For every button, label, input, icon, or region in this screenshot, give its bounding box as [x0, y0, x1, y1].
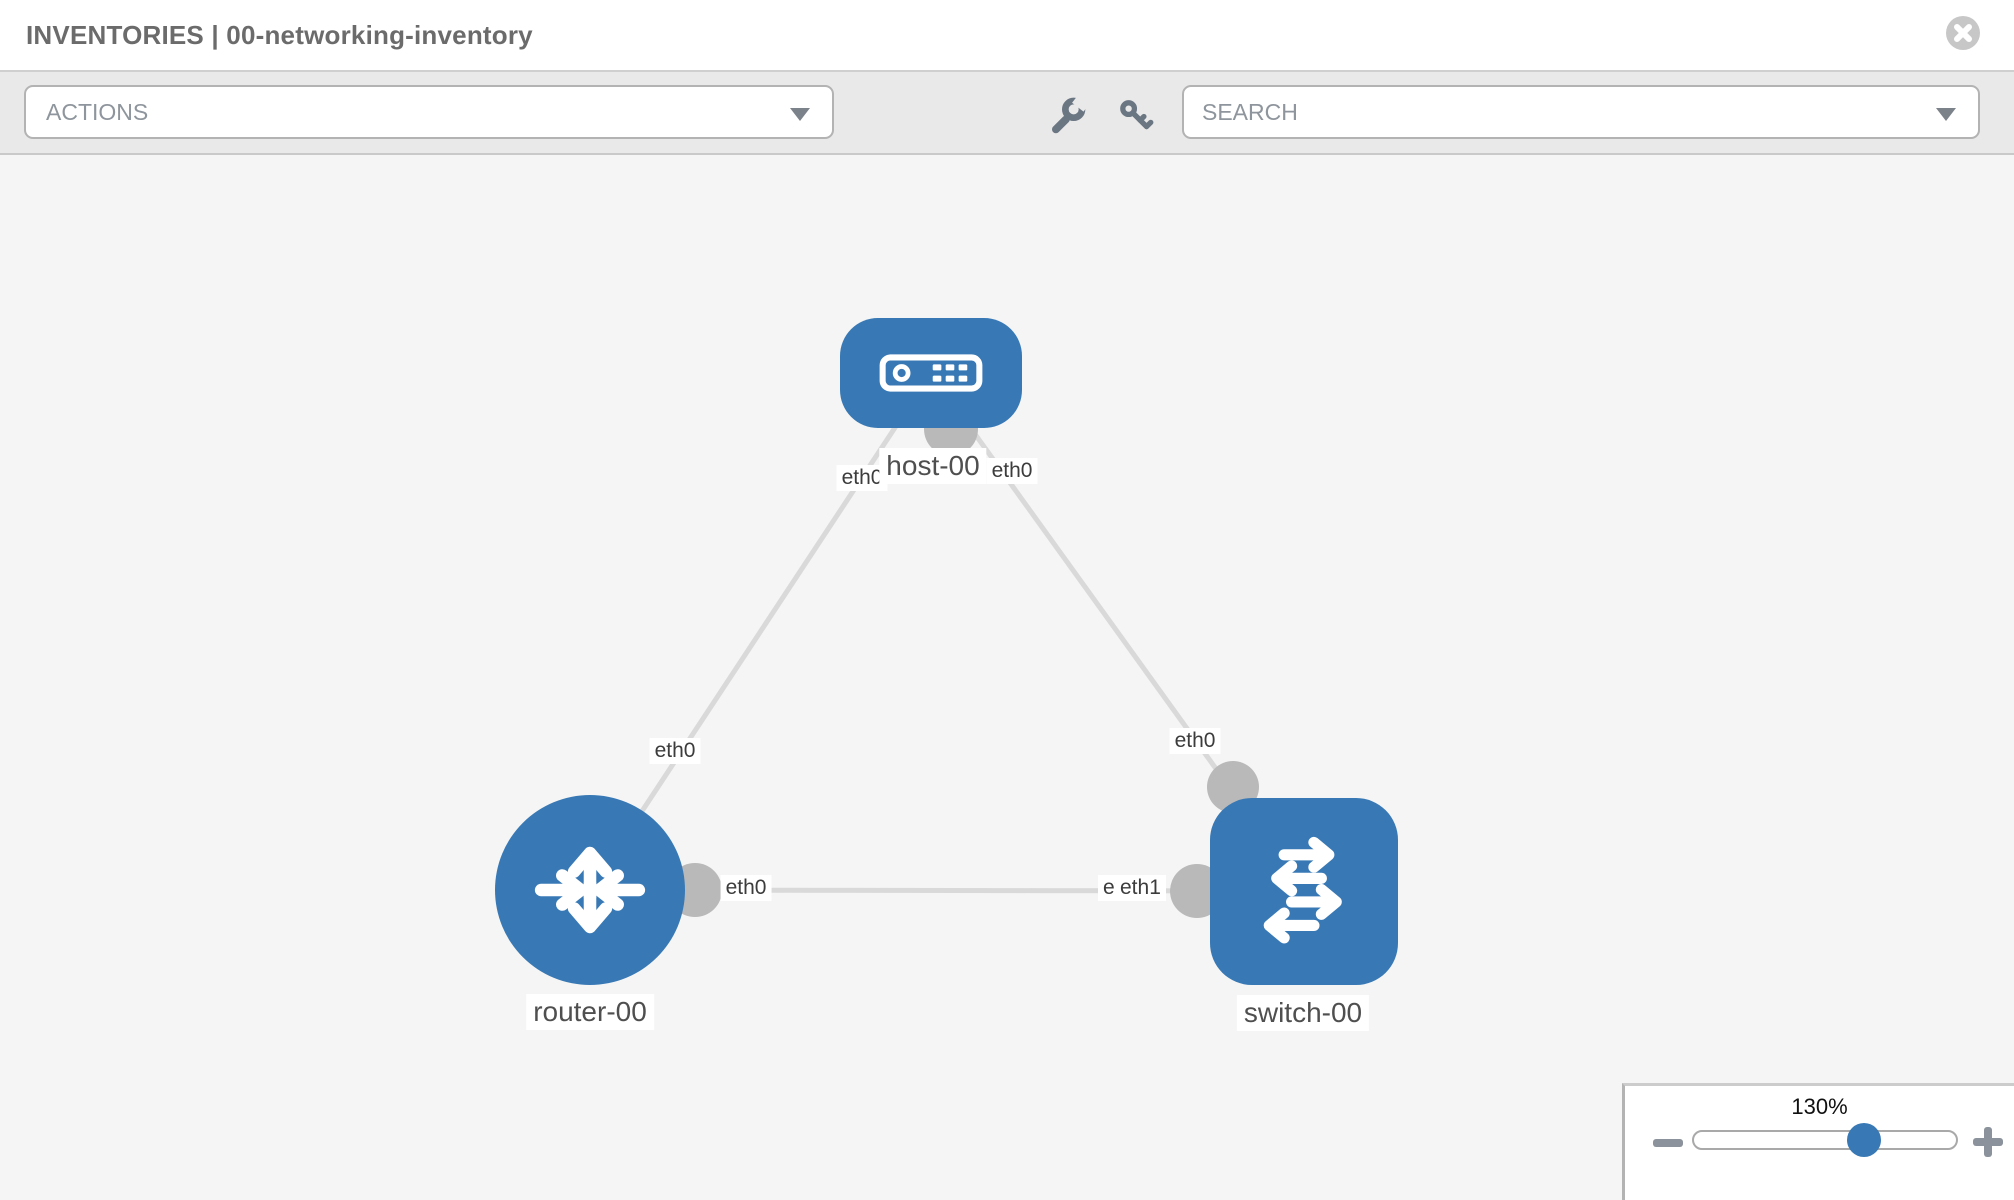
- router-icon: [534, 846, 646, 934]
- wrench-icon: [1052, 96, 1087, 134]
- zoom-slider-track[interactable]: [1692, 1130, 1958, 1150]
- search-dropdown[interactable]: SEARCH: [1182, 85, 1980, 139]
- topology-canvas[interactable]: [0, 155, 2014, 1200]
- node-label-router-00: router-00: [526, 994, 654, 1030]
- zoom-in-button[interactable]: [1971, 1125, 2005, 1159]
- interface-label-eth0-host-right: eth0: [986, 458, 1038, 484]
- zoom-out-button[interactable]: [1653, 1139, 1683, 1147]
- switch-icon: [1263, 836, 1342, 943]
- interface-label-eth0-router-switch-link: eth0: [720, 875, 772, 901]
- header: INVENTORIES | 00-networking-inventory: [0, 0, 2014, 72]
- interface-label-eth1: eth1: [1115, 875, 1166, 901]
- node-switch-00[interactable]: [1210, 798, 1398, 985]
- node-router-00[interactable]: [495, 795, 685, 985]
- interface-label-eth0-router-host-link: eth0: [649, 738, 701, 764]
- actions-dropdown[interactable]: ACTIONS: [24, 85, 834, 139]
- zoom-slider-thumb[interactable]: [1847, 1123, 1881, 1157]
- node-host-00[interactable]: [840, 318, 1022, 428]
- page-title: INVENTORIES | 00-networking-inventory: [26, 19, 533, 50]
- key-icon: [1120, 100, 1154, 130]
- configure-button[interactable]: [1045, 94, 1089, 138]
- interface-label-eth0-host-switch-link: eth0: [1169, 728, 1221, 754]
- zoom-level-value: 130%: [1791, 1094, 1848, 1119]
- zoom-control-panel: 130%: [1622, 1083, 2014, 1200]
- chevron-down-icon: [1936, 108, 1956, 121]
- credentials-button[interactable]: [1114, 94, 1158, 138]
- host-icon: [879, 354, 983, 392]
- node-label-host-00: host-00: [879, 448, 987, 484]
- close-button[interactable]: [1946, 16, 1980, 50]
- close-icon: [1954, 24, 1972, 42]
- actions-dropdown-label: ACTIONS: [46, 98, 149, 125]
- node-label-switch-00: switch-00: [1236, 995, 1370, 1031]
- search-dropdown-placeholder: SEARCH: [1202, 98, 1298, 125]
- toolbar: ACTIONS SEARCH: [0, 72, 2014, 155]
- chevron-down-icon: [790, 108, 810, 121]
